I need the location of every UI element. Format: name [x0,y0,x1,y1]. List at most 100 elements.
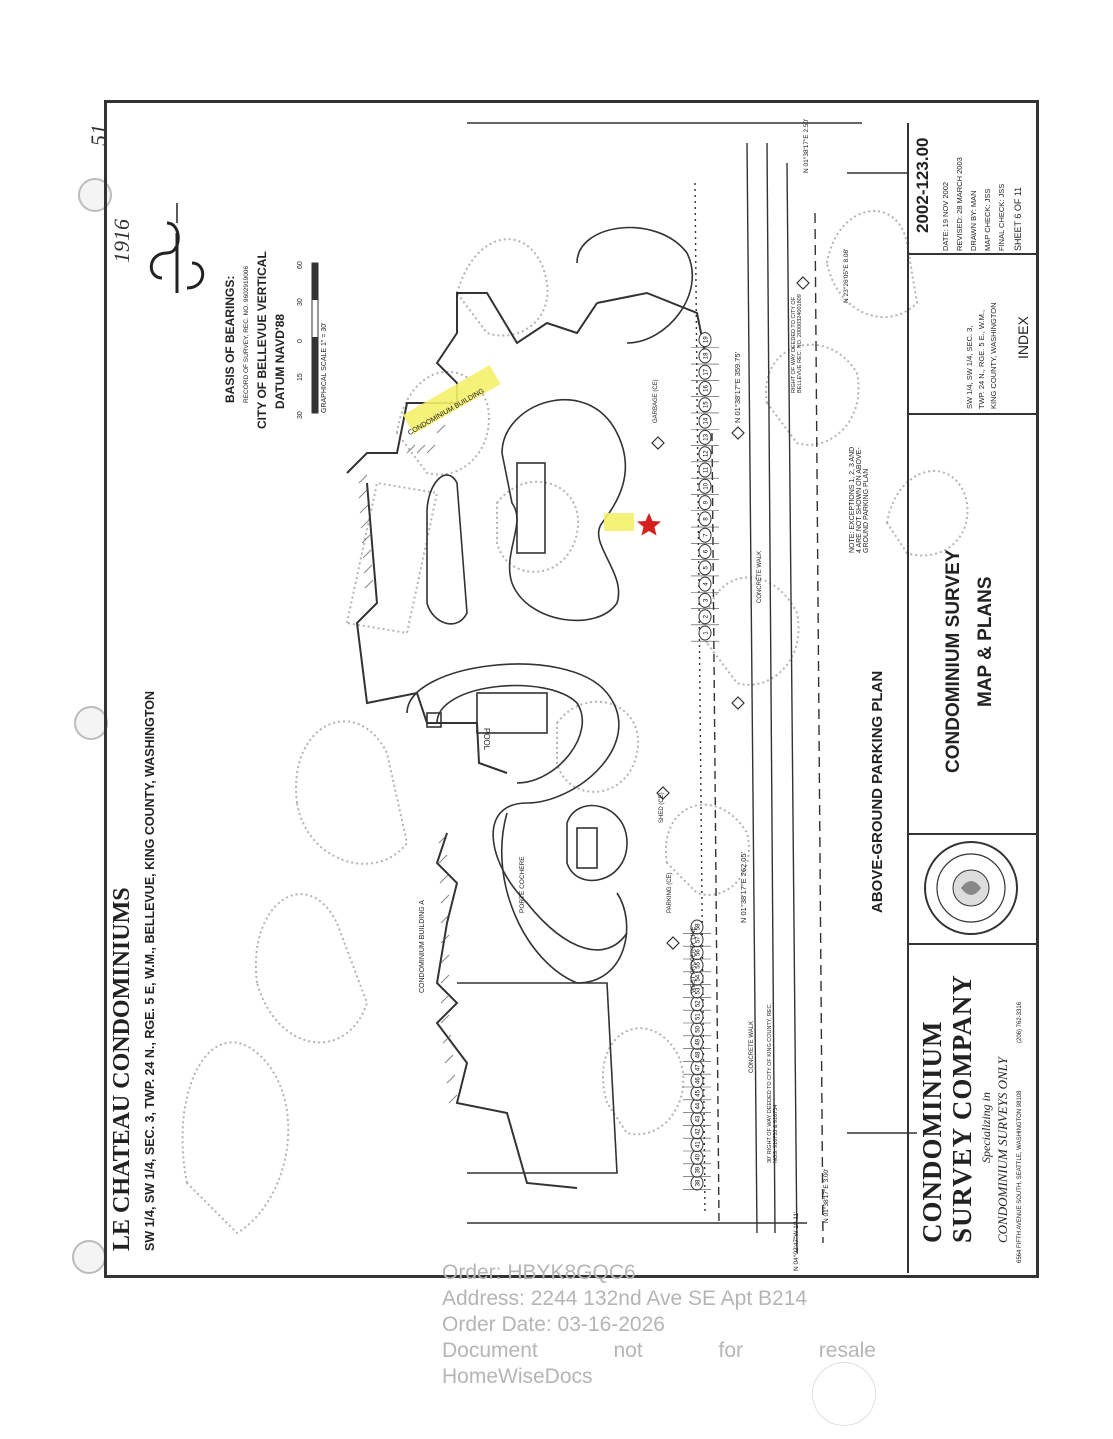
drawing-date: DATE: 19 NOV 2002 [941,181,950,251]
parking-space-label-50: 50 [696,1025,702,1032]
company-phone: (206) 762-3316 [1017,1001,1023,1043]
space-highlight [604,513,634,531]
exceptions-note: NOTE: EXCEPTIONS 1, 2, 3 AND 4 ARE NOT S… [849,446,870,553]
parking-space-label-56: 56 [696,949,702,956]
title-block-job-cell [909,123,1036,255]
parking-space-label-8: 8 [704,517,710,521]
parking-space-label-16: 16 [704,385,710,392]
location-line2: TWP. 24 N., RGE. 5 E., W.M., [977,309,986,409]
scale-tick-label: 15 [297,373,304,381]
parking-space-label-11: 11 [704,466,710,473]
sheet-number: SHEET 6 OF 11 [1013,186,1023,251]
stamp-word-not: not [613,1339,643,1362]
parking-space-12 [698,446,712,462]
bearings-heading: BASIS OF BEARINGS: [223,275,237,403]
drawn-by: DRAWN BY: MAN [969,190,978,251]
punch-hole-middle [74,706,108,740]
title-block [907,123,1038,1273]
bearing-right: N 23°26'05"E 8.08' [843,248,850,303]
parking-space-label-55: 55 [696,961,702,968]
company-specializing: Specializing in [979,1092,993,1163]
location-star-icon [637,513,661,536]
parking-space-label-38: 38 [696,1179,702,1186]
stamp-order-date: Order Date: 03-16-2026 [442,1313,665,1336]
parking-space-3 [698,592,712,608]
parking-space-58 [690,919,704,935]
index-label: INDEX [1015,316,1031,359]
parking-space-label-19: 19 [704,336,710,343]
company-name-line2: SURVEY COMPANY [947,974,977,1243]
project-title: LE CHATEAU CONDOMINIUMS [109,887,135,1251]
parking-space-13 [698,429,712,445]
company-name-line1: CONDOMINIUM [917,1020,947,1243]
concrete-walk-upper: CONCRETE WALK [757,550,763,603]
parking-space-label-53: 53 [696,987,702,994]
stamp-brand: HomeWiseDocs [442,1365,593,1388]
map-check: MAP CHECK: JSS [983,188,992,251]
parking-space-label-43: 43 [696,1115,702,1122]
parking-space-16 [698,381,712,396]
parking-space-8 [698,511,712,527]
parking-space-label-41: 41 [696,1141,702,1148]
parking-space-label-17: 17 [704,368,710,375]
stamp-address: Address: 2244 132nd Ave SE Apt B214 [442,1287,808,1310]
parking-space-label-3: 3 [704,598,710,602]
unofficial-watermark [181,209,969,1235]
row-deeded-bottom: 30' RIGHT OF WAY DEEDED TO CITY OF KING … [767,1003,779,1163]
parking-space-label-12: 12 [704,450,710,457]
bearing-bottom: N 01°38'17"E 3.00' [823,1168,830,1223]
survey-title-line2: MAP & PLANS [975,576,996,707]
porte-cochere-label: PORTE COCHERE [519,856,526,913]
bearings-line2: DATUM NAVD'88 [273,313,287,409]
final-check: FINAL CHECK: JSS [997,183,1006,251]
parking-space-label-2: 2 [704,614,710,618]
parking-ce-label: PARKING (CE) [667,872,673,913]
parking-space-10 [698,478,712,494]
condominium-building-highlight [403,365,501,435]
parking-spaces-lower: 3839404142434445464748495051525354555657… [683,919,711,1191]
scale-tick-label: 30 [297,298,304,306]
project-legal-description: SW 1/4, SW 1/4, SEC. 3, TWP. 24 N., RGE.… [143,690,157,1251]
west-property-line-label: WEST PROPERTY LINE [691,926,697,993]
parking-space-4 [698,576,712,592]
parking-space-label-13: 13 [704,433,710,440]
scale-tick-label: 60 [297,261,304,269]
parking-space-15 [698,397,712,413]
scale-tick-label: 30 [297,411,304,419]
pool-label: POOL [482,728,491,751]
parking-space-7 [698,527,712,543]
row-deeded-top: RIGHT OF WAY DEEDED TO CITY OF BELLEVUE … [791,294,803,393]
parking-space-label-47: 47 [696,1064,702,1071]
bearings-line1: CITY OF BELLEVUE VERTICAL [255,251,269,429]
location-line3: KING COUNTY, WASHINGTON [989,302,998,409]
job-number: 2002-123.00 [913,137,932,233]
parking-space-label-51: 51 [696,1013,702,1020]
parking-space-label-9: 9 [704,500,710,504]
parking-space-label-14: 14 [704,417,710,424]
parking-space-label-58: 58 [696,923,702,930]
stamp-order: Order: HBYK8GQC6 [442,1261,636,1284]
parking-space-label-7: 7 [704,533,710,537]
parking-space-11 [698,462,712,478]
parking-space-label-46: 46 [696,1077,702,1084]
location-line1: SW 1/4, SW 1/4, SEC. 3, [965,325,974,409]
parking-space-9 [698,495,712,511]
parking-space-label-18: 18 [704,352,710,359]
parking-space-18 [698,348,712,364]
stamp-resale-line: Document not for resale [442,1338,876,1364]
parking-space-label-54: 54 [696,974,702,981]
title-block-seal-cell [909,833,1036,945]
shed-label: SHED (CE) [659,792,665,823]
scale-label: GRAPHICAL SCALE 1" = 30' [321,322,328,413]
title-block-survey-cell [909,413,1036,835]
survey-title-line1: CONDOMINIUM SURVEY [943,549,964,773]
order-stamp: Order: HBYK8GQC6 Address: 2244 132nd Ave… [442,1260,876,1390]
parking-space-label-40: 40 [696,1153,702,1160]
stamp-word-document: Document [442,1339,538,1362]
parking-space-label-1: 1 [704,631,710,635]
parking-space-17 [698,364,712,380]
drawing-revised: REVISED: 28 MARCH 2003 [955,157,964,251]
parking-space-2 [698,609,712,625]
